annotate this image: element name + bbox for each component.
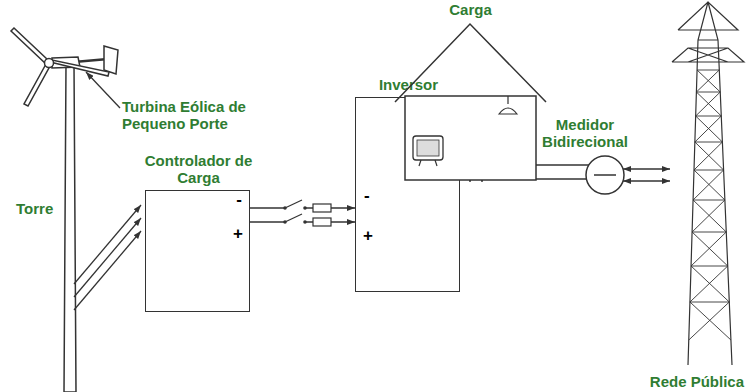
fuse-symbol	[313, 218, 331, 226]
tv-screen	[417, 140, 439, 156]
switch-contact	[283, 220, 287, 224]
load-label: Carga	[393, 1, 548, 18]
wire	[74, 231, 141, 310]
meter-needle	[594, 174, 616, 176]
wind-turbine	[11, 28, 118, 392]
polarity-sign: -	[236, 190, 242, 210]
house-roof	[395, 24, 546, 102]
meter-outline	[585, 155, 625, 195]
tower-lattice	[672, 2, 744, 365]
switch-contact	[283, 206, 287, 210]
wire	[250, 221, 285, 222]
tail-fin	[104, 46, 118, 74]
blade	[11, 28, 48, 64]
tower-outline	[670, 0, 747, 392]
house-load: Carga	[393, 4, 548, 182]
grid-tower: Rede Pública	[670, 0, 747, 392]
house-wall	[405, 96, 536, 180]
box-heading: Controlador de Carga	[131, 152, 266, 187]
meter-label: Medidor Bidirecional	[520, 116, 650, 151]
blade	[50, 60, 109, 76]
tv-icon	[413, 136, 443, 160]
wire	[623, 180, 670, 181]
bidirectional-meter: Medidor Bidirecional	[585, 155, 625, 195]
polarity-sign: +	[363, 226, 373, 246]
connector	[250, 200, 355, 226]
fuse-symbol	[313, 204, 331, 212]
tower-frame	[672, 2, 744, 365]
turbine-pole	[64, 64, 76, 392]
charge-controller-box: Controlador de Carga-+	[145, 190, 250, 312]
switch-blade	[285, 200, 302, 208]
grid-label: Rede Pública	[650, 373, 744, 390]
wire	[250, 207, 285, 208]
wire	[74, 205, 141, 284]
callout-label: Turbina Eólica de Pequeno Porte	[122, 98, 262, 133]
wire	[74, 218, 141, 297]
generator-wires	[74, 205, 141, 310]
tower-bracing	[689, 70, 731, 340]
blade	[24, 64, 50, 106]
lamp-icon	[499, 96, 517, 114]
tower-label: Torre	[16, 200, 53, 217]
polarity-sign: +	[233, 224, 243, 244]
tv-legs	[419, 160, 437, 166]
connector	[623, 169, 670, 181]
box-heading: Inversor	[346, 76, 471, 93]
wire	[623, 168, 670, 169]
hub	[45, 59, 54, 68]
meter-circle	[586, 156, 624, 194]
polarity-sign: -	[364, 186, 370, 206]
leader-line	[86, 72, 120, 108]
house-outline	[393, 4, 548, 182]
switch-blade	[285, 214, 302, 222]
